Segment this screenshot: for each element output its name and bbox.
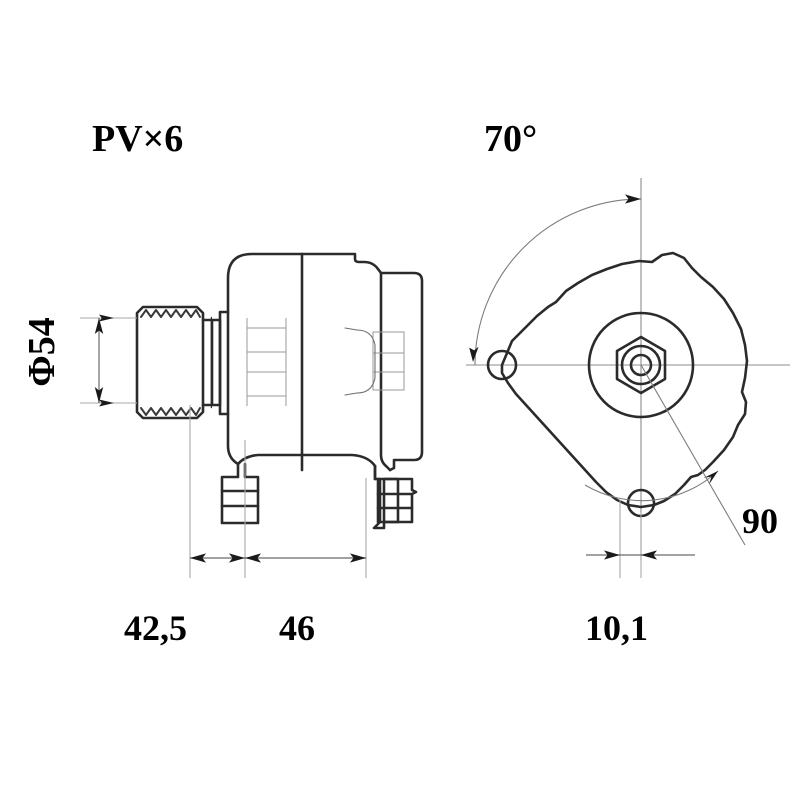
angle-arc-70 <box>469 194 642 366</box>
label-angle-top: 70° <box>484 118 538 160</box>
label-diameter-54: Φ54 <box>21 317 63 387</box>
alternator-body-final <box>210 246 428 542</box>
side-elevation-view <box>80 246 428 578</box>
angle-arc-90 <box>584 364 746 546</box>
label-dim-42-5: 42,5 <box>124 608 187 648</box>
label-dim-46: 46 <box>279 608 315 648</box>
left-mounting-hole <box>486 349 518 381</box>
dimension-horizontal-group <box>189 405 367 578</box>
label-dim-10-1: 10,1 <box>585 608 648 648</box>
dimension-10-1 <box>586 500 695 578</box>
dimension-diameter-54 <box>80 314 137 407</box>
front-end-view <box>466 178 790 578</box>
housing-outline <box>500 251 749 509</box>
label-angle-90: 90 <box>742 501 778 541</box>
internal-bearing-detail-front <box>246 318 287 406</box>
internal-bearing-detail-rear <box>344 327 405 396</box>
label-pulley-spec: PV×6 <box>92 118 184 160</box>
center-hub <box>587 311 695 419</box>
